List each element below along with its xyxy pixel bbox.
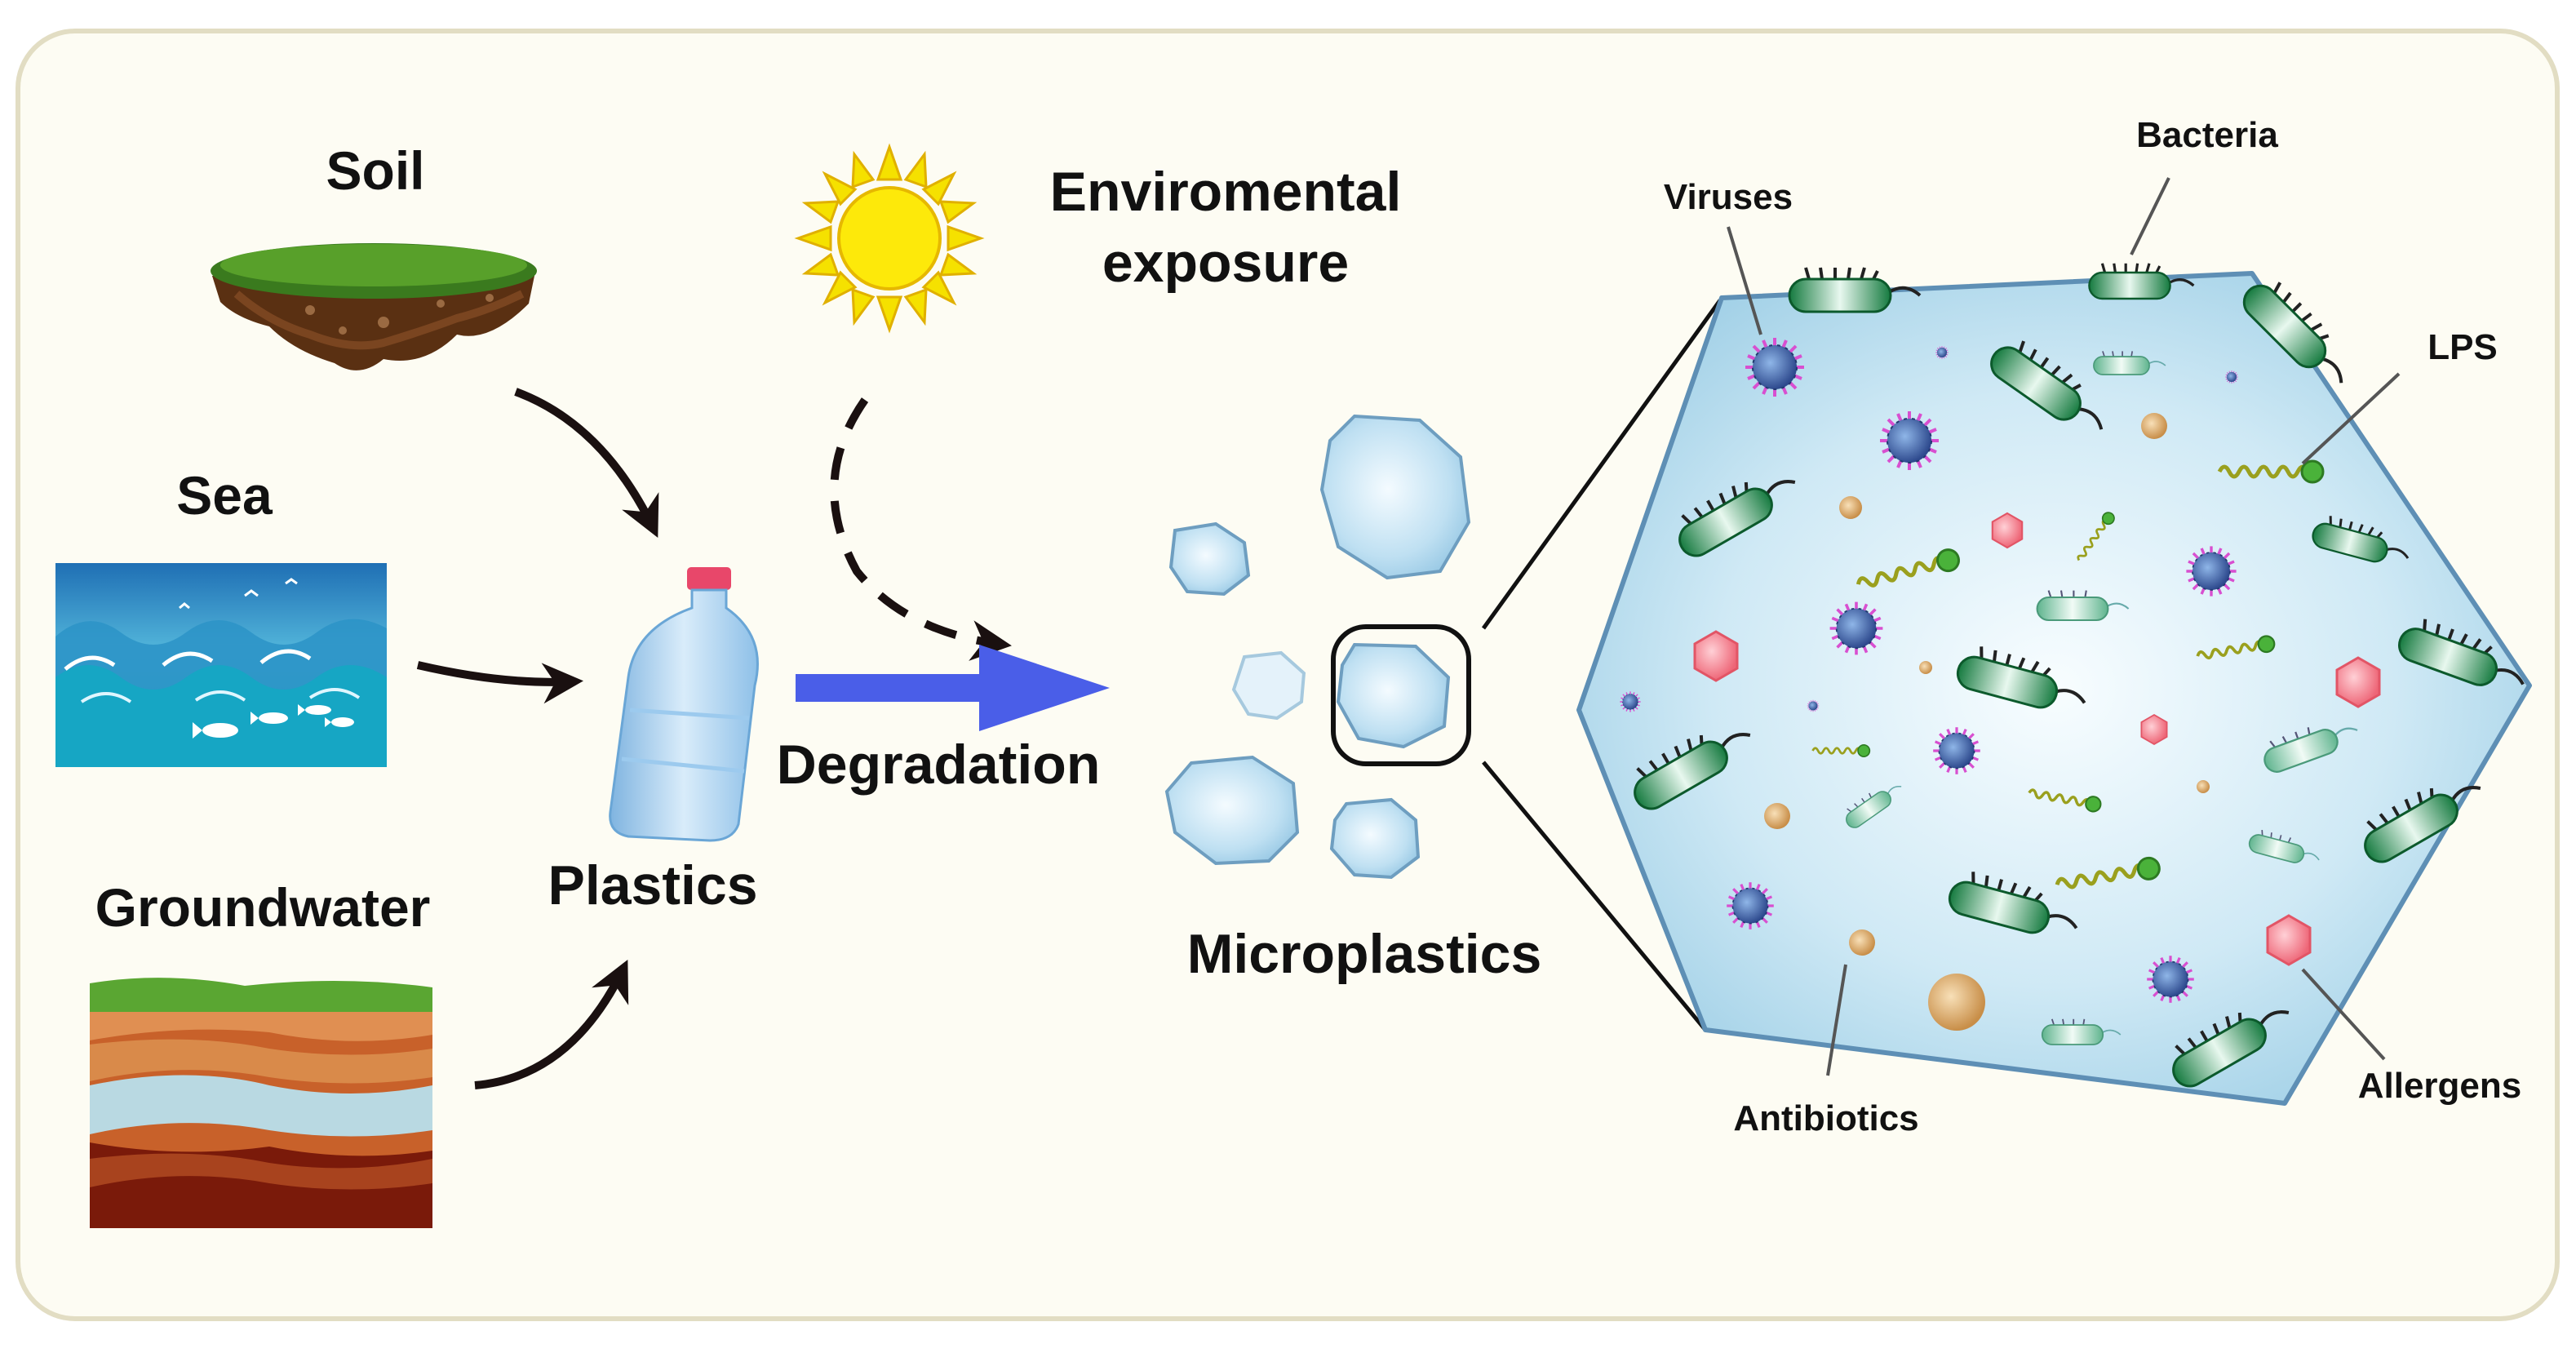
soil-island-icon — [211, 243, 537, 370]
virus — [1935, 345, 1949, 360]
groundwater-layers-icon — [90, 978, 432, 1228]
plastic-bottle-icon — [609, 567, 759, 842]
soil-to-plastics-arrow — [514, 388, 659, 539]
virus — [2224, 370, 2239, 384]
viruses-label: Viruses — [1664, 177, 1793, 217]
lps-callout-line — [2301, 372, 2401, 465]
antibiotics-label: Antibiotics — [1733, 1098, 1918, 1138]
antibiotic-particle — [1849, 929, 1875, 956]
zoom-line-bottom — [1482, 761, 1707, 1031]
virus — [1807, 699, 1820, 712]
sea-waves-icon — [55, 563, 387, 767]
groundwater-to-plastics-arrow — [474, 959, 629, 1089]
soil-label: Soil — [326, 140, 424, 201]
groundwater-label: Groundwater — [95, 877, 431, 938]
zoom-line-top — [1481, 299, 1723, 630]
antibiotics-group — [1764, 413, 2210, 1031]
sea-label: Sea — [176, 465, 273, 526]
virus — [1725, 881, 1776, 931]
virus — [2184, 544, 2238, 598]
microplastic-selected — [1336, 642, 1451, 749]
plastics-label: Plastics — [548, 854, 757, 916]
virus — [1828, 600, 1885, 657]
antibiotic-particle — [1764, 803, 1790, 829]
environmental-exposure-label-line2: exposure — [1102, 232, 1349, 294]
exposure-dashed-arrow — [830, 397, 1012, 661]
antibiotics-callout-line — [1826, 964, 1847, 1076]
virus — [1619, 690, 1642, 713]
antibiotic-particle — [1839, 496, 1862, 519]
allergen-particle — [1693, 630, 1739, 682]
sea-to-plastics-arrow — [416, 661, 583, 704]
lps-label: LPS — [2427, 327, 2498, 367]
virus — [1744, 336, 1806, 398]
sun-icon — [794, 143, 985, 334]
virus — [2145, 954, 2196, 1005]
microplastic-medium — [1164, 755, 1300, 866]
microplastics-label: Microplastics — [1187, 923, 1542, 985]
bacteria-callout-line — [2130, 177, 2170, 255]
allergen-particle — [2266, 914, 2312, 966]
virus — [1878, 410, 1940, 472]
viruses-callout-line — [1727, 226, 1762, 335]
allergens-callout-line — [2301, 968, 2386, 1061]
microplastic-large — [1319, 414, 1471, 580]
microplastic-small — [1168, 521, 1251, 597]
antibiotic-particle — [1919, 661, 1932, 674]
microplastic-particles — [1164, 414, 1471, 880]
virus — [1931, 725, 1982, 776]
magnify-selection-box — [1331, 624, 1471, 766]
allergen-particle — [2140, 714, 2168, 745]
allergen-particle — [1991, 512, 2024, 549]
environmental-exposure-label-line1: Enviromental — [1050, 161, 1402, 223]
degradation-label: Degradation — [777, 734, 1101, 796]
allergen-particle — [2335, 656, 2381, 708]
bacteria-label: Bacteria — [2136, 115, 2278, 155]
degradation-arrow — [796, 645, 1110, 731]
microplastic-faint — [1231, 650, 1306, 721]
microplastic-small-2 — [1329, 797, 1421, 880]
antibiotic-particle — [1928, 974, 1985, 1031]
antibiotic-particle — [2197, 780, 2210, 793]
allergens-label: Allergens — [2358, 1066, 2522, 1106]
antibiotic-particle — [2141, 413, 2167, 439]
